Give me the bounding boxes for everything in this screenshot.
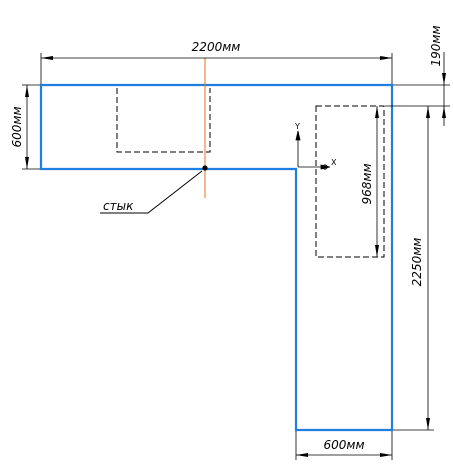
hob-cutout-outline <box>116 88 211 153</box>
dim-right-length: 2250мм <box>410 238 424 287</box>
dim-top-width: 2200мм <box>192 40 241 54</box>
joint-leader-line <box>100 170 203 214</box>
dim-offset: 190мм <box>429 25 443 66</box>
dimension-lines <box>22 52 450 460</box>
hidden-lines <box>116 88 385 258</box>
countertop-outline <box>39 83 394 432</box>
joint-label: стык <box>103 199 134 213</box>
dim-left-depth: 600мм <box>10 106 24 147</box>
dim-bottom-width: 600мм <box>323 438 364 452</box>
sink-cutout-outline <box>315 105 385 258</box>
ucs-x-label: X <box>331 158 337 167</box>
dim-sink-length: 968мм <box>360 163 374 204</box>
joint-point <box>202 165 208 171</box>
dimension-arrows <box>25 56 446 457</box>
ucs-marker <box>295 130 331 170</box>
ucs-y-label: Y <box>294 122 300 131</box>
